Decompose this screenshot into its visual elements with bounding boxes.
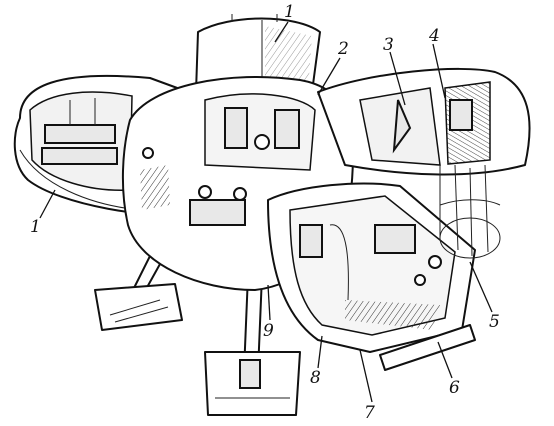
label-7: 7 [364, 403, 375, 423]
label-1-top: 1 [284, 2, 295, 22]
label-5: 5 [489, 312, 500, 332]
label-8: 8 [310, 368, 321, 388]
label-6: 6 [449, 378, 460, 398]
lower-compartment [267, 182, 476, 371]
label-3: 3 [383, 35, 394, 55]
right-pod [317, 67, 531, 176]
label-2: 2 [337, 39, 349, 59]
label-4: 4 [428, 26, 440, 46]
leader-lines [39, 21, 493, 403]
label-1-left: 1 [30, 217, 41, 237]
landing-leg-center [204, 274, 301, 416]
label-9: 9 [263, 321, 274, 341]
airlock-mesh [439, 164, 501, 259]
